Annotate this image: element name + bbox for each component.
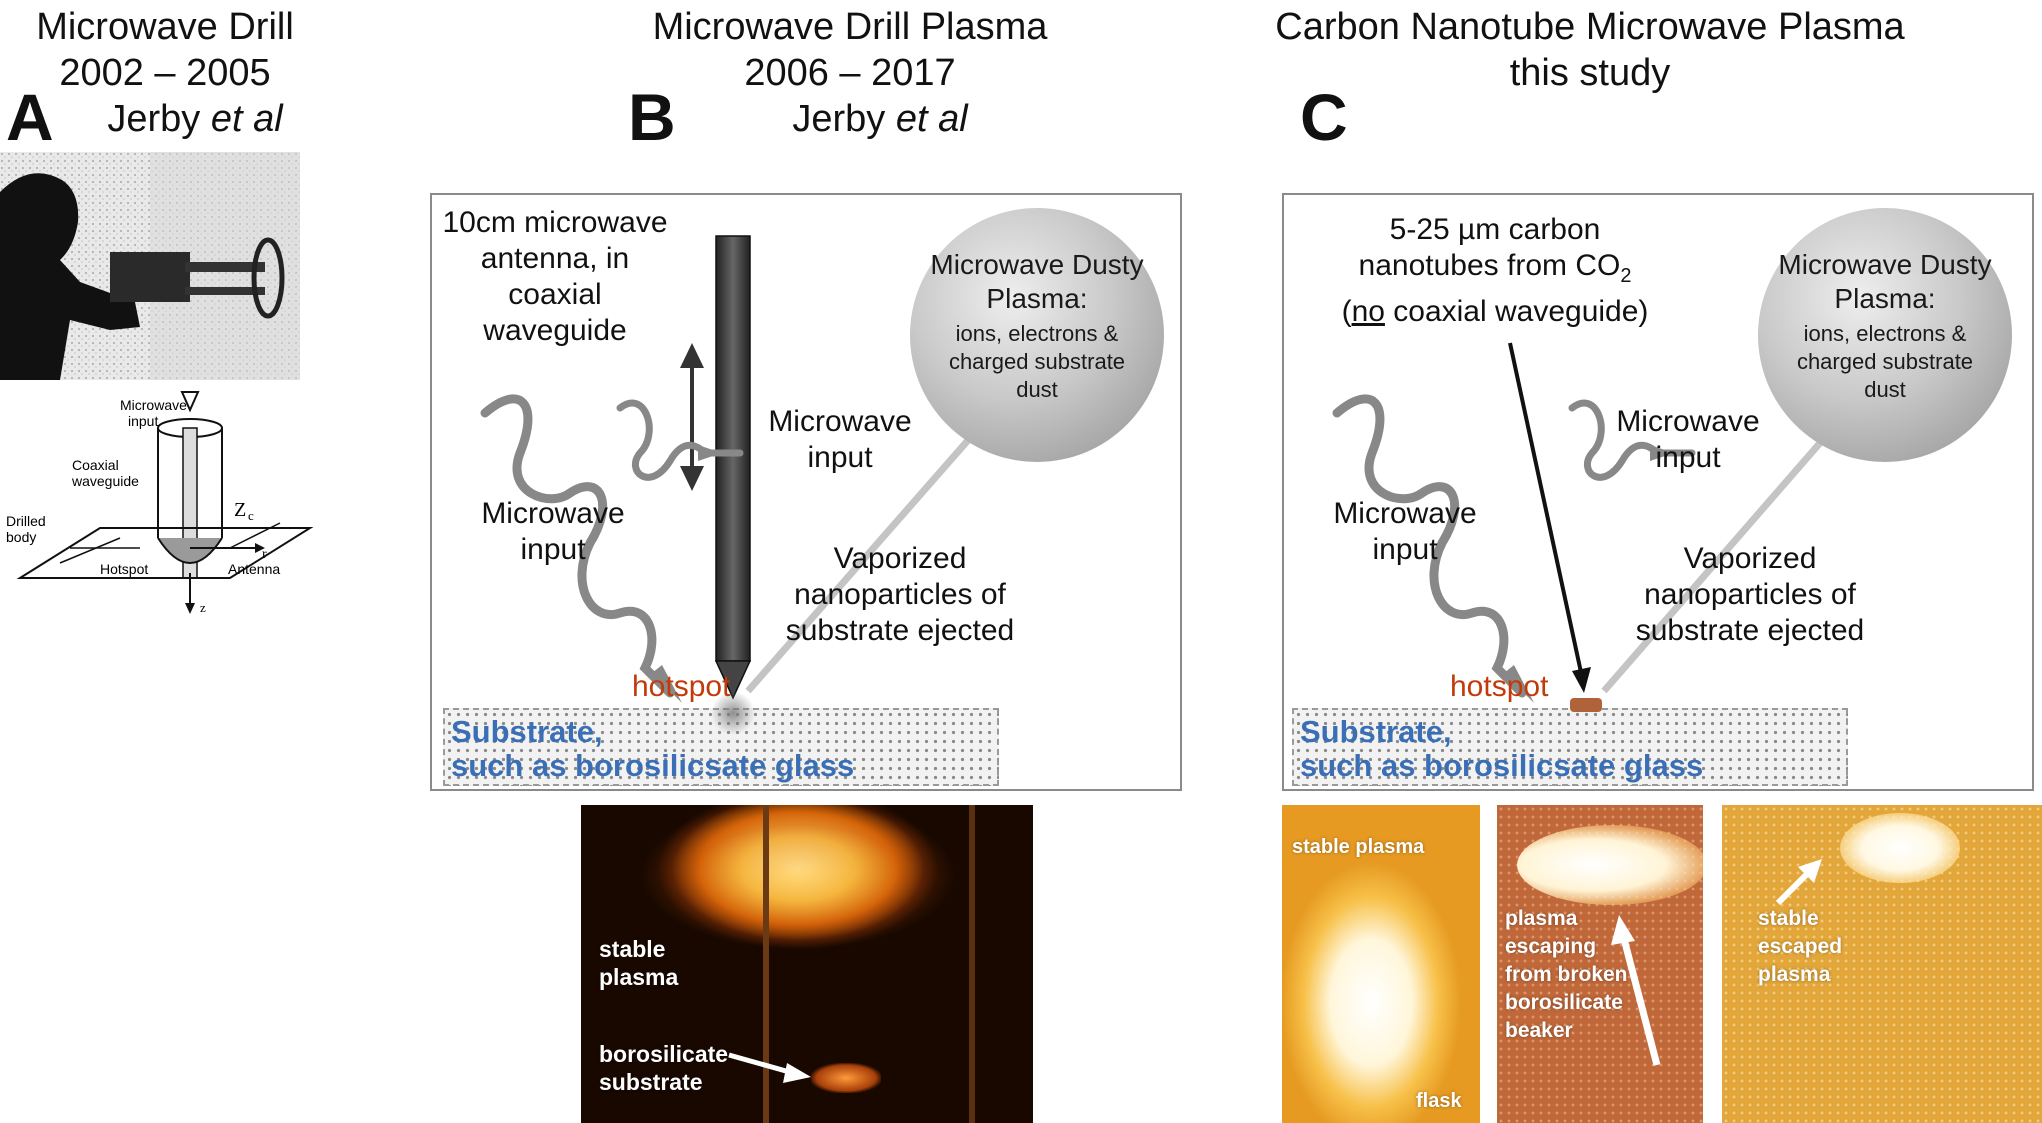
panel-b-photo-substrate-label: borosilicate substrate (599, 1041, 729, 1095)
panel-c-title: Carbon Nanotube Microwave Plasma this st… (1260, 4, 1920, 96)
panel-b-sphere-title: Microwave Dusty Plasma: (930, 249, 1144, 314)
panel-c-sphere-body: ions, electrons & charged substrate dust (1796, 321, 1974, 402)
schematic-label-coaxial: Coaxial (72, 457, 119, 473)
panel-b-substrate-label: Substrate, such as borosilicsate glass (451, 714, 855, 783)
panel-c-dusty-plasma-sphere: Microwave Dusty Plasma: ions, electrons … (1758, 208, 2012, 462)
panel-c-cnt-line1: 5-25 µm carbon (1389, 213, 1601, 246)
panel-c-photo-flask: stable plasma flask (1282, 805, 1480, 1123)
panel-a-title-line2: 2002 – 2005 (59, 52, 271, 94)
panel-a-author-etal: et al (210, 98, 283, 140)
svg-text:waveguide: waveguide (71, 473, 139, 489)
panel-a-photo-drawing (0, 152, 300, 380)
panel-b-antenna-label: 10cm microwave antenna, in coaxial waveg… (442, 206, 668, 347)
panel-a-schematic: Microwave input Coaxial waveguide Z c Dr… (6, 391, 314, 615)
svg-text:body: body (6, 529, 36, 545)
schematic-label-antenna: Antenna (228, 561, 280, 577)
panel-b-substrate: Substrate, such as borosilicsate glass (443, 708, 999, 786)
panel-c-vaporized-label: Vaporized nanoparticles of substrate eje… (1635, 542, 1865, 647)
panel-c-title-line1: Carbon Nanotube Microwave Plasma (1275, 6, 1905, 48)
schematic-label-microwave-input: Microwave (120, 397, 187, 413)
panel-c-title-line2: this study (1509, 52, 1671, 94)
panel-c-photo-escaping: plasma escaping from broken borosilicate… (1497, 805, 1703, 1123)
antenna-rod (715, 235, 751, 662)
panel-c-cnt-line2: nanotubes from CO2 (1358, 249, 1632, 287)
panel-b-dusty-plasma-sphere: Microwave Dusty Plasma: ions, electrons … (910, 208, 1164, 462)
panel-b-photo-stable-label: stable plasma (599, 936, 679, 990)
panel-b-title-line1: Microwave Drill Plasma (652, 6, 1048, 48)
panel-c-microwave-input-left: Microwave input (1333, 497, 1477, 566)
schematic-label-hotspot: Hotspot (100, 561, 148, 577)
panel-c-photo1-top-label: stable plasma (1292, 836, 1425, 858)
panel-a-letter: A (6, 80, 54, 154)
panel-b-hotspot-label: hotspot (632, 670, 731, 703)
panel-b-title-line2: 2006 – 2017 (744, 52, 956, 94)
panel-b-title: Microwave Drill Plasma 2006 – 2017 Jerby… (615, 4, 1085, 142)
panel-c-microwave-input-right: Microwave input (1616, 405, 1760, 474)
panel-a-title: Microwave Drill 2002 – 2005 Jerby et al (0, 4, 330, 142)
panel-c-hotspot-label: hotspot (1450, 670, 1549, 703)
panel-c-photo-escaped: stable escaped plasma (1722, 805, 2042, 1123)
panel-c-photo2-arrow (1611, 915, 1661, 1066)
panel-a-author: Jerby et al (0, 96, 330, 142)
panel-a-author-name: Jerby (107, 98, 201, 140)
panel-c-cnt-label: 5-25 µm carbon nanotubes from CO2 (no co… (1300, 212, 1690, 330)
schematic-label-r: r (262, 547, 267, 562)
panel-b-vaporized-label: Vaporized nanoparticles of substrate eje… (785, 542, 1015, 647)
panel-c-letter: C (1300, 80, 1348, 154)
panel-b-author-etal: et al (895, 98, 968, 140)
panel-c-photo3-arrow (1775, 859, 1822, 906)
svg-text:input: input (128, 413, 158, 429)
panel-a-title-line1: Microwave Drill (36, 6, 294, 48)
panel-c-substrate-label: Substrate, such as borosilicsate glass (1300, 714, 1704, 783)
panel-c-substrate: Substrate, such as borosilicsate glass (1292, 708, 1848, 786)
panel-b-author-name: Jerby (792, 98, 886, 140)
panel-c-photo3-label: stable escaped plasma (1758, 907, 1843, 986)
panel-b-photo-arrow (728, 1052, 811, 1083)
panel-c-photo2-label: plasma escaping from broken borosilicate… (1505, 907, 1628, 1042)
panel-b-photo: stable plasma borosilicate substrate (581, 805, 1033, 1123)
panel-a-photo (0, 152, 300, 380)
panel-c-cnt-line3: (no coaxial waveguide) (1341, 295, 1649, 328)
svg-text:c: c (248, 508, 254, 523)
schematic-label-z: z (200, 600, 206, 615)
panel-b-letter: B (628, 80, 676, 154)
panel-c-sphere-title: Microwave Dusty Plasma: (1778, 249, 1992, 314)
schematic-label-zc: Z (234, 499, 246, 521)
panel-b-author: Jerby et al (615, 96, 1085, 142)
panel-b-sphere-body: ions, electrons & charged substrate dust (948, 321, 1126, 402)
panel-b-microwave-input-left: Microwave input (481, 497, 625, 566)
schematic-label-drilled: Drilled (6, 513, 46, 529)
panel-c-photo1-bottom-label: flask (1416, 1090, 1462, 1112)
panel-b-microwave-input-right: Microwave input (768, 405, 912, 474)
cnt-hotspot-patch (1570, 698, 1602, 712)
